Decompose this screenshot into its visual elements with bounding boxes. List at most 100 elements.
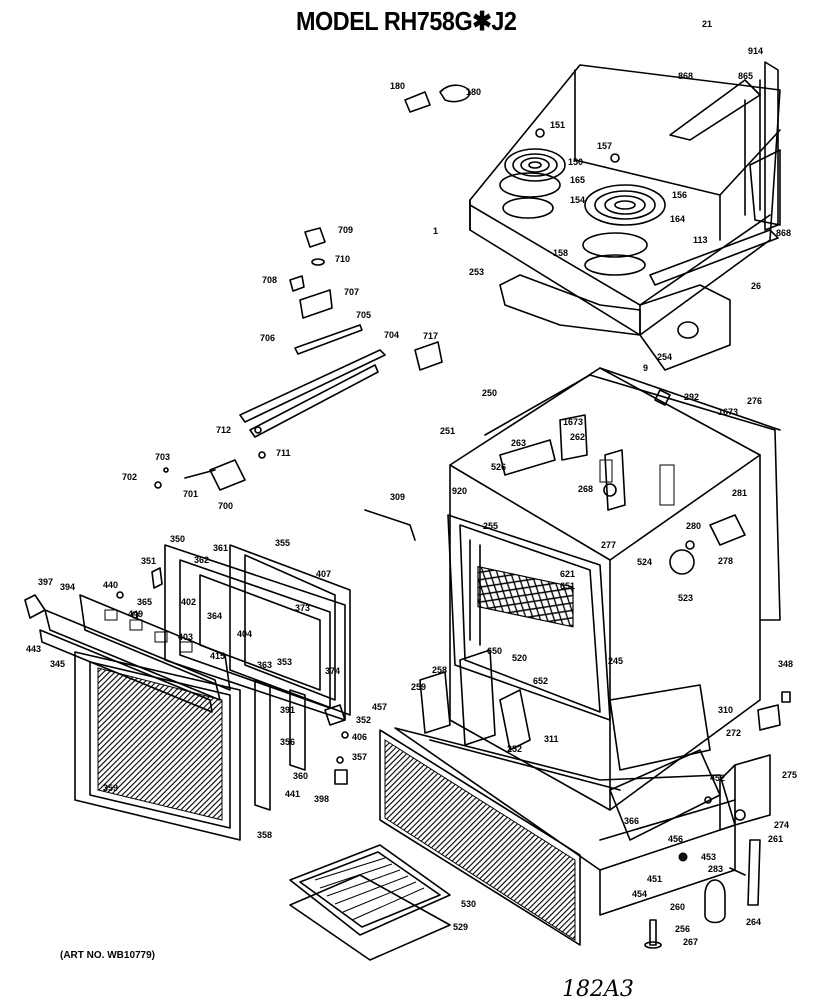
part-label-277: 277 — [601, 540, 616, 550]
part-label-281: 281 — [732, 488, 747, 498]
part-label-1673b: 1673 — [718, 407, 738, 417]
page-title: MODEL RH758G✱J2 — [296, 6, 517, 36]
part-label-868: 868 — [678, 71, 693, 81]
part-label-530: 530 — [461, 899, 476, 909]
part-label-440: 440 — [103, 580, 118, 590]
part-label-404: 404 — [237, 629, 252, 639]
part-label-113: 113 — [693, 235, 708, 245]
part-label-520: 520 — [512, 653, 527, 663]
part-label-278: 278 — [718, 556, 733, 566]
part-label-868b: 868 — [776, 228, 791, 238]
part-label-356: 356 — [280, 737, 295, 747]
part-label-252: 252 — [507, 744, 522, 754]
part-label-253: 253 — [469, 267, 484, 277]
part-label-454: 454 — [632, 889, 647, 899]
part-label-706: 706 — [260, 333, 275, 343]
part-label-456: 456 — [668, 834, 683, 844]
part-label-362: 362 — [194, 555, 209, 565]
part-label-366: 366 — [624, 816, 639, 826]
part-label-920: 920 — [452, 486, 467, 496]
part-label-274: 274 — [774, 820, 789, 830]
part-label-272: 272 — [726, 728, 741, 738]
part-label-310: 310 — [718, 705, 733, 715]
part-label-345: 345 — [50, 659, 65, 669]
part-label-363: 363 — [257, 660, 272, 670]
part-label-707: 707 — [344, 287, 359, 297]
hardware-parts — [644, 691, 791, 949]
part-label-365: 365 — [137, 597, 152, 607]
part-label-260: 260 — [670, 902, 685, 912]
part-label-352: 352 — [356, 715, 371, 725]
part-label-523: 523 — [678, 593, 693, 603]
part-label-351: 351 — [141, 556, 156, 566]
part-label-258: 258 — [432, 665, 447, 675]
part-label-402: 402 — [181, 597, 196, 607]
part-label-276: 276 — [747, 396, 762, 406]
part-label-914: 914 — [748, 46, 763, 56]
control-parts — [154, 227, 443, 491]
part-label-703: 703 — [155, 452, 170, 462]
part-label-701: 701 — [183, 489, 198, 499]
part-label-702: 702 — [122, 472, 137, 482]
part-label-259: 259 — [411, 682, 426, 692]
part-label-21: 21 — [702, 19, 712, 29]
part-label-180a: 180 — [390, 81, 405, 91]
part-labels: 21 914 868 865 868 180 180 151 150 157 1… — [26, 19, 797, 947]
part-label-26: 26 — [751, 281, 761, 291]
part-label-358: 358 — [257, 830, 272, 840]
part-label-263: 263 — [511, 438, 526, 448]
part-label-359: 359 — [103, 783, 118, 793]
part-label-158: 158 — [553, 248, 568, 258]
part-label-261: 261 — [768, 834, 783, 844]
part-label-406: 406 — [352, 732, 367, 742]
art-number: (ART NO. WB10779) — [60, 950, 156, 961]
part-label-360: 360 — [293, 771, 308, 781]
storage-drawer — [379, 727, 736, 946]
part-label-391: 391 — [280, 705, 295, 715]
part-label-353: 353 — [277, 657, 292, 667]
part-label-264: 264 — [746, 917, 761, 927]
part-label-355: 355 — [275, 538, 290, 548]
part-label-397: 397 — [38, 577, 53, 587]
part-label-311: 311 — [544, 734, 559, 744]
part-label-700: 700 — [218, 501, 233, 511]
part-label-705: 705 — [356, 310, 371, 320]
part-label-9: 9 — [643, 363, 648, 373]
part-label-374: 374 — [325, 666, 340, 676]
part-label-704: 704 — [384, 330, 399, 340]
part-label-524: 524 — [637, 557, 652, 567]
part-label-712: 712 — [216, 425, 231, 435]
part-label-407: 407 — [316, 569, 331, 579]
part-label-452: 452 — [710, 773, 725, 783]
part-label-373: 373 — [295, 603, 310, 613]
part-label-398: 398 — [314, 794, 329, 804]
part-label-451: 451 — [647, 874, 662, 884]
part-label-154: 154 — [570, 195, 585, 205]
part-label-245: 245 — [608, 656, 623, 666]
part-label-711: 711 — [276, 448, 291, 458]
part-label-449: 449 — [128, 609, 143, 619]
part-label-150: 150 — [568, 157, 583, 167]
part-label-709: 709 — [338, 225, 353, 235]
part-label-283: 283 — [708, 864, 723, 874]
part-label-364: 364 — [207, 611, 222, 621]
part-label-151: 151 — [550, 120, 565, 130]
part-label-165: 165 — [570, 175, 585, 185]
part-label-415: 415 — [210, 651, 225, 661]
part-label-348: 348 — [778, 659, 793, 669]
door-assembly — [24, 544, 351, 841]
part-label-156: 156 — [672, 190, 687, 200]
part-label-256: 256 — [675, 924, 690, 934]
part-label-361: 361 — [213, 543, 228, 553]
part-label-309: 309 — [390, 492, 405, 502]
part-label-453: 453 — [701, 852, 716, 862]
part-label-250: 250 — [482, 388, 497, 398]
handwritten-note: 182A3 — [562, 977, 634, 1002]
part-label-254: 254 — [657, 352, 672, 362]
part-label-457: 457 — [372, 702, 387, 712]
part-label-441: 441 — [285, 789, 300, 799]
part-label-262: 262 — [570, 432, 585, 442]
part-label-403: 403 — [178, 632, 193, 642]
